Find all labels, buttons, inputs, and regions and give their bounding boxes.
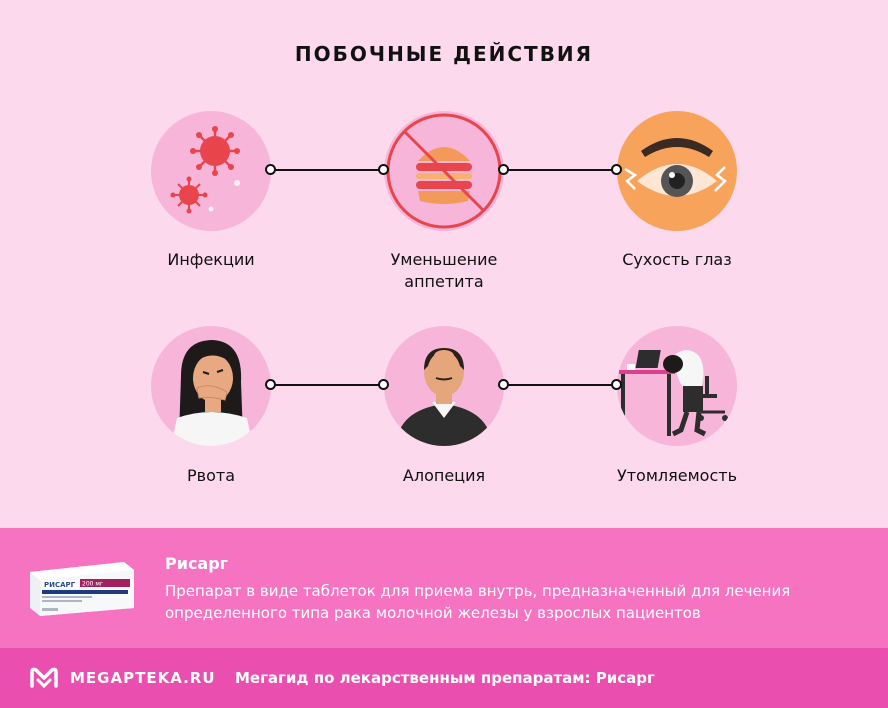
caption-infection: Инфекции [167,250,255,269]
caption-appetite-line2: аппетита [404,272,484,291]
dry-eye-circle [617,111,737,231]
connector-dot [611,379,622,390]
no-burger-icon [386,113,502,229]
connector-2-3 [504,169,617,171]
caption-dry-eye: Сухость глаз [622,250,732,269]
nausea-woman-icon [171,340,253,446]
caption-alopecia: Алопеция [402,466,486,485]
connector-dot [498,164,509,175]
vomit-circle [151,326,271,446]
brand-name[interactable]: MEGAPTEKA.RU [70,669,216,687]
drug-name: Рисарг [165,554,229,573]
megapteka-logo-icon[interactable] [30,666,58,695]
bald-man-icon [396,348,492,446]
caption-vomit: Рвота [187,466,235,485]
virus-icon [170,126,240,214]
caption-appetite: Уменьшение аппетита [354,249,534,293]
connector-dot [378,379,389,390]
pack-dose: 200 мг [82,581,103,588]
dry-eye-icon [624,138,727,197]
caption-appetite-line1: Уменьшение [390,250,498,269]
connector-1-2 [271,169,384,171]
connector-dot [611,164,622,175]
infection-circle [151,111,271,231]
drug-description: Препарат в виде таблеток для приема внут… [165,582,791,622]
drug-pack-image: РИСАРГ 200 мг [28,558,136,621]
footer-tagline: Мегагид по лекарственным препаратам: Рис… [235,669,655,687]
appetite-circle [384,111,504,231]
drug-info-band [0,528,888,648]
connector-dot [378,164,389,175]
fatigue-circle [617,326,737,446]
tired-worker-icon [619,350,728,437]
page-title: ПОБОЧНЫЕ ДЕЙСТВИЯ [294,42,594,66]
connector-4-5 [271,384,384,386]
footer-band [0,648,888,708]
pack-label: РИСАРГ [44,581,76,589]
alopecia-circle [384,326,504,446]
connector-dot [265,379,276,390]
caption-fatigue: Утомляемость [616,466,738,485]
connector-5-6 [504,384,617,386]
connector-dot [265,164,276,175]
connector-dot [498,379,509,390]
